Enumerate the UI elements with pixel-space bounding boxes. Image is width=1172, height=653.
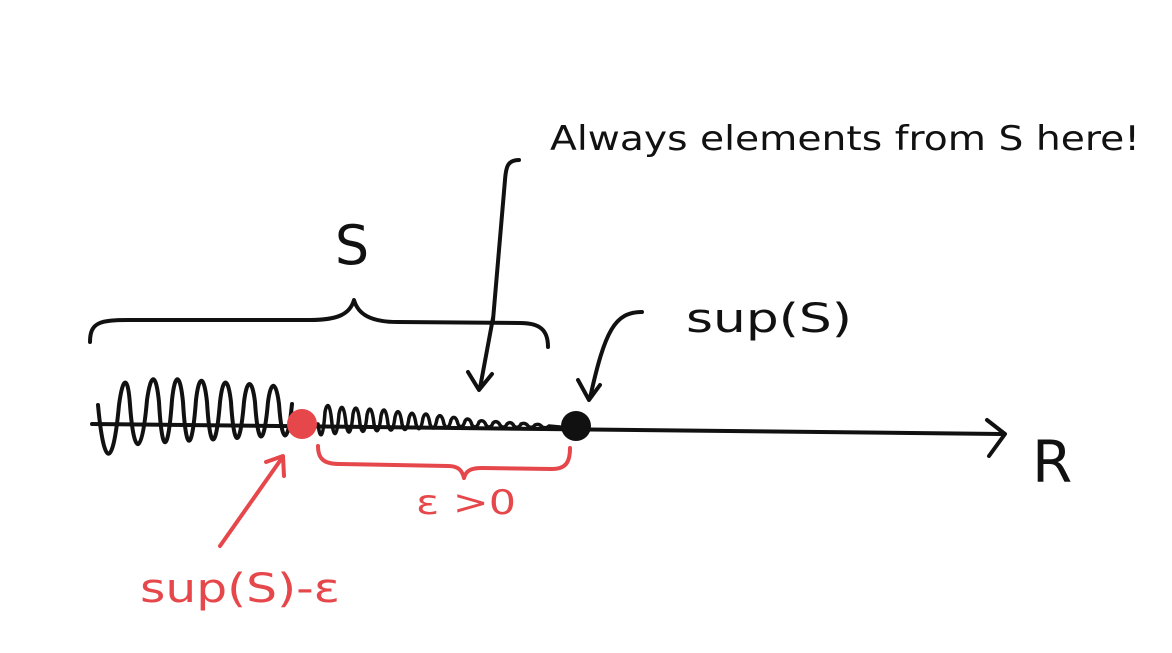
- set-s-brace: [88, 298, 550, 349]
- sup-minus-eps-point: [287, 409, 317, 439]
- sup-point: [561, 411, 591, 441]
- sup-minus-eps-arrow: [218, 456, 284, 548]
- set-s-label: S: [335, 214, 369, 277]
- sup-minus-eps-label: sup(S)-ε: [140, 566, 340, 612]
- axis-label-r: R: [1032, 428, 1072, 496]
- set-s-squiggle: [96, 377, 294, 456]
- epsilon-label: ε >0: [416, 483, 516, 523]
- sup-arrow: [588, 310, 644, 400]
- set-s-squiggle-dense: [316, 403, 562, 437]
- callout-arrow: [478, 316, 495, 390]
- epsilon-brace: [316, 444, 572, 480]
- callout-bracket: [491, 158, 521, 322]
- callout-text: Always elements from S here!: [550, 119, 1140, 159]
- sup-label: sup(S): [686, 296, 852, 342]
